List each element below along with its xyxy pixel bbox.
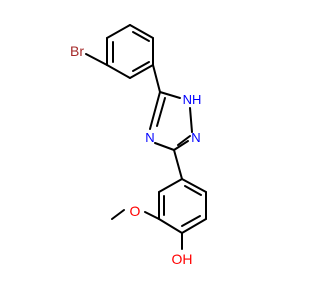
bond-inner bbox=[181, 215, 201, 227]
bond-c-o bbox=[144, 211, 160, 220]
bond bbox=[189, 107, 193, 133]
methoxy-oxygen-label: O bbox=[130, 203, 141, 219]
bond bbox=[159, 91, 181, 99]
bond-inner bbox=[156, 97, 166, 127]
bond bbox=[158, 178, 183, 193]
bond bbox=[149, 91, 161, 130]
bond-inner bbox=[132, 61, 150, 72]
bond bbox=[106, 24, 131, 39]
bond-aryl-triazole bbox=[152, 64, 161, 93]
bond bbox=[106, 64, 131, 79]
bond bbox=[129, 24, 154, 39]
bond-inner bbox=[177, 135, 191, 146]
bond-c-br bbox=[85, 53, 108, 66]
bond-inner bbox=[184, 185, 202, 196]
bond-inner bbox=[132, 31, 150, 42]
bond bbox=[173, 140, 189, 151]
bromine-label: Br bbox=[70, 43, 84, 59]
bond bbox=[129, 64, 154, 79]
bond-o-ch3 bbox=[111, 209, 125, 220]
molecule-canvas: Br NH N N O OH bbox=[70, 24, 207, 267]
bond bbox=[181, 218, 207, 234]
nitrogen-nh-label: NH bbox=[183, 92, 202, 107]
nitrogen-left-label: N bbox=[145, 130, 154, 145]
bond bbox=[158, 218, 183, 234]
bond bbox=[181, 178, 207, 193]
bond-lines bbox=[85, 24, 207, 250]
bond bbox=[154, 142, 175, 151]
structure-diagram: Br NH N N O OH bbox=[70, 24, 207, 267]
nh-hydrogen: H bbox=[192, 92, 201, 107]
hydroxyl-label: OH bbox=[172, 251, 193, 267]
nitrogen-right-label: N bbox=[191, 130, 200, 145]
bond-triazole-aryl bbox=[173, 149, 183, 180]
